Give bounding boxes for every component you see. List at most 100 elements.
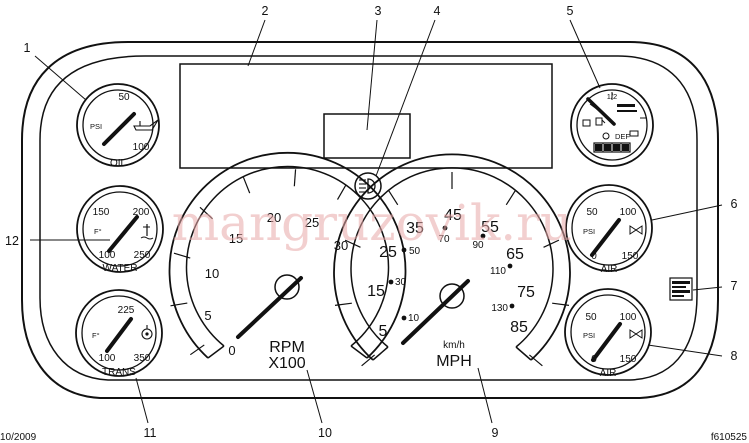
trans-label: TRANS	[102, 367, 136, 378]
air2-mark-50: 50	[585, 312, 597, 323]
speedo-inner-arc	[350, 167, 554, 348]
kmh-tick-10: 10	[408, 313, 420, 324]
oil-unit: PSI	[90, 122, 102, 131]
speedo-needle	[401, 279, 470, 345]
air2-unit: PSI	[583, 331, 595, 340]
kmh-tick-130: 130	[491, 303, 508, 314]
oil-can-icon	[133, 119, 159, 131]
mph-tick-15: 15	[367, 283, 385, 300]
air1-mark-50: 50	[586, 207, 598, 218]
callout-8: 8	[731, 349, 738, 363]
air2-label: AIR	[600, 368, 617, 379]
water-temp-gauge: 150 200 F° 100 250 WATER	[76, 185, 164, 274]
tach-tick-mark	[173, 252, 191, 259]
info-label-block	[669, 277, 693, 301]
fuel-def-gauge: 1/2 DEF	[570, 83, 654, 167]
trans-needle	[105, 317, 133, 353]
def-label: DEF	[615, 132, 630, 141]
speedometer: 5 15 25 35 45 55 65 75 85 10 30 50 70 90…	[333, 153, 571, 370]
air1-unit: PSI	[583, 227, 595, 236]
tach-needle	[236, 276, 303, 339]
tach-tick-20: 20	[267, 210, 281, 225]
callout-leaders	[30, 19, 723, 424]
fuel-needle	[586, 97, 616, 126]
message-center-window	[323, 113, 411, 159]
callout-10: 10	[318, 426, 332, 440]
air-pressure-gauge-secondary: 50 100 PSI 0 150 AIR	[564, 288, 652, 379]
trans-mark-100: 100	[99, 353, 116, 364]
tach-tick-mark	[336, 184, 347, 200]
water-mark-150: 150	[93, 207, 110, 218]
oil-mark-100: 100	[133, 142, 150, 153]
kmh-tick-50: 50	[409, 246, 421, 257]
oil-mark-50: 50	[118, 92, 130, 103]
air2-needle	[591, 322, 622, 362]
kmh-tick-90: 90	[472, 240, 484, 251]
water-needle	[107, 215, 139, 253]
air1-mark-100: 100	[620, 207, 637, 218]
lcd-display-frame	[179, 63, 553, 169]
transmission-temp-icon	[141, 325, 153, 340]
air2-mark-150: 150	[620, 354, 637, 365]
water-mark-200: 200	[133, 207, 150, 218]
callout-9: 9	[492, 426, 499, 440]
trans-mark-350: 350	[134, 353, 151, 364]
callout-11: 11	[144, 426, 157, 440]
mph-tick-85: 85	[510, 319, 528, 336]
tach-tick-25: 25	[305, 215, 319, 230]
fuel-pump-icon	[595, 117, 606, 126]
oil-label: OIL	[110, 158, 127, 169]
tach-tick-5: 5	[204, 308, 211, 323]
tach-tick-0: 0	[228, 343, 235, 358]
tach-tick-10: 10	[205, 266, 219, 281]
tach-tick-mark	[189, 344, 205, 356]
trans-unit: F°	[92, 331, 100, 340]
watermark-text: mangruzovik.ru	[172, 194, 573, 252]
def-level-bar	[593, 142, 631, 153]
mph-tick-45: 45	[444, 207, 462, 224]
air2-mark-100: 100	[620, 312, 637, 323]
cluster-housing-inner	[39, 55, 698, 381]
tach-tick-15: 15	[229, 231, 243, 246]
speedo-unit-kmh: km/h	[443, 340, 465, 351]
air1-mark-150: 150	[622, 251, 639, 262]
air-pressure-gauge-primary: 50 100 PSI 0 150 AIR	[565, 184, 653, 275]
mph-tick-75: 75	[517, 284, 535, 301]
speedo-tick-mark	[543, 239, 560, 248]
kmh-tick-110: 110	[490, 266, 506, 277]
water-unit: F°	[94, 227, 102, 236]
tach-label-rpm: RPM	[269, 339, 305, 356]
cluster-housing-outer	[21, 41, 719, 399]
callout-1: 1	[24, 41, 31, 55]
speedo-tick-mark	[505, 190, 516, 206]
tach-tick-mark	[242, 177, 251, 194]
oil-needle	[102, 112, 136, 146]
tach-tick-mark	[293, 169, 297, 187]
footer-date: 10/2009	[0, 432, 37, 443]
speedo-tick-mark	[344, 239, 361, 248]
callout-12: 12	[5, 234, 19, 248]
air-brake-icon	[629, 225, 643, 235]
tach-inner-arc	[185, 165, 390, 347]
mph-tick-25: 25	[379, 244, 397, 261]
mph-tick-55: 55	[481, 219, 499, 236]
water-mark-100: 100	[99, 250, 116, 261]
kmh-tick-30: 30	[395, 277, 407, 288]
speedo-unit-mph: MPH	[436, 353, 472, 370]
mph-tick-35: 35	[406, 220, 424, 237]
mph-tick-65: 65	[506, 246, 524, 263]
speedo-tick-mark	[361, 354, 376, 367]
callout-6: 6	[731, 197, 738, 211]
tach-outer-arc	[168, 151, 407, 359]
speedo-tick-mark	[528, 354, 543, 367]
speedo-tick-mark	[388, 190, 399, 206]
air1-needle	[590, 218, 621, 257]
speedo-outer-arc	[333, 153, 571, 361]
tachometer: 0 5 10 15 20 25 30 RPM X100	[168, 151, 407, 372]
callout-2: 2	[262, 4, 269, 18]
air-brake-icon	[629, 329, 643, 339]
trans-temp-gauge: 225 F° 100 350 TRANS	[75, 289, 163, 378]
tach-label-x100: X100	[268, 355, 305, 372]
oil-pressure-gauge: 50 PSI 100 OIL	[76, 83, 160, 169]
coolant-temp-icon	[140, 224, 154, 240]
